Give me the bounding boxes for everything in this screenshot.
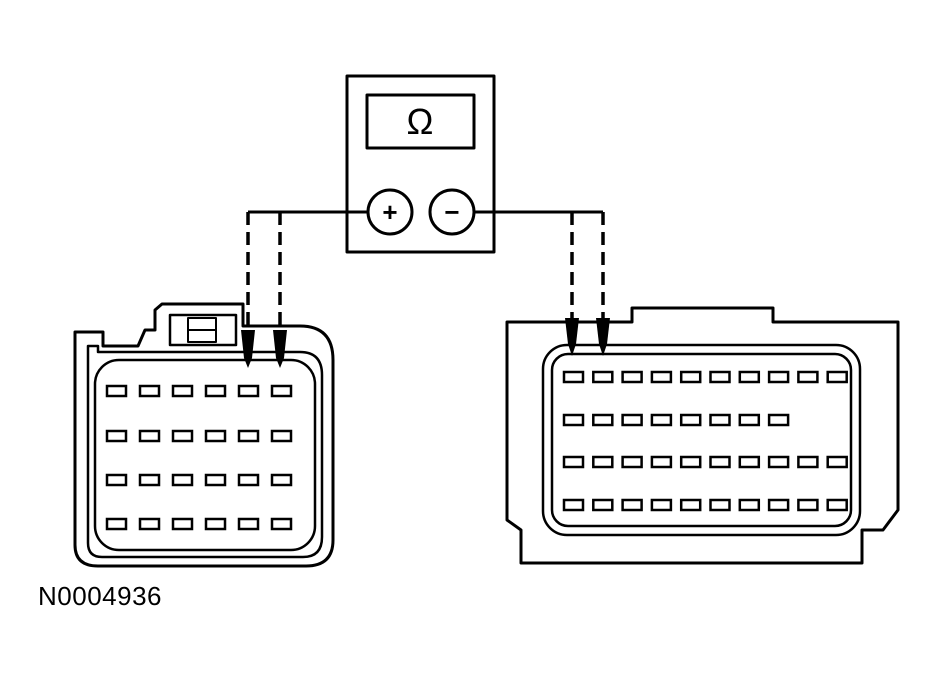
probe-tip-right-b [596, 318, 610, 356]
left-pin-r4-c5 [237, 517, 260, 531]
left-pin-r3-c1 [105, 473, 128, 487]
right-pin-r1-c2 [592, 370, 614, 384]
left-pin-r2-c3 [171, 429, 194, 443]
left-pin-r1-c1 [105, 384, 128, 398]
left-pin-r4-c6 [270, 517, 293, 531]
right-pin-r2-c7 [738, 413, 761, 427]
right-pin-r4-c1 [562, 498, 585, 512]
right-pin-r1-c1 [562, 370, 585, 384]
right-pin-r4-c7 [738, 498, 761, 512]
right-pin-r1-c7 [738, 370, 761, 384]
right-pin-r1-c10 [826, 370, 848, 384]
figure-id: N0004936 [38, 581, 162, 611]
meter-display [365, 93, 476, 150]
right-pin-r2-c3 [621, 413, 643, 427]
right-pin-r4-c6 [709, 498, 731, 512]
right-pin-r3-c10 [826, 455, 848, 469]
left-pin-array [105, 384, 293, 531]
left-pin-r2-c1 [105, 429, 128, 443]
left-pin-r1-c5 [237, 384, 260, 398]
left-pin-r3-c5 [237, 473, 260, 487]
left-pin-r2-c5 [237, 429, 260, 443]
right-pin-r2-c2 [592, 413, 614, 427]
right-pin-r1-c4 [650, 370, 673, 384]
right-pin-r4-c3 [621, 498, 643, 512]
left-pin-r4-c4 [204, 517, 227, 531]
right-pin-r1-c9 [797, 370, 819, 384]
right-pin-array [562, 370, 848, 512]
ohm-symbol: Ω [407, 101, 434, 142]
right-pin-r3-c8 [767, 455, 790, 469]
right-pin-r2-c6 [709, 413, 731, 427]
probe-tip-left-b [273, 330, 287, 368]
left-pin-r1-c3 [171, 384, 194, 398]
ohmmeter: Ω + − [345, 74, 496, 254]
right-pin-r4-c4 [650, 498, 673, 512]
right-pin-r4-c2 [592, 498, 614, 512]
probe-tips [241, 318, 610, 368]
right-pin-r3-c4 [650, 455, 673, 469]
right-pin-r1-c8 [767, 370, 790, 384]
left-pin-r3-c4 [204, 473, 227, 487]
right-pin-r3-c2 [592, 455, 614, 469]
right-pin-r2-c5 [679, 413, 702, 427]
right-pin-r3-c7 [738, 455, 761, 469]
left-connector [73, 302, 335, 568]
right-pin-r4-c8 [767, 498, 790, 512]
left-pin-r2-c4 [204, 429, 227, 443]
right-pin-r2-c4 [650, 413, 673, 427]
right-pin-r4-c9 [797, 498, 819, 512]
right-pin-r4-c10 [826, 498, 848, 512]
right-pin-r1-c6 [709, 370, 731, 384]
right-pin-r3-c6 [709, 455, 731, 469]
left-pin-r4-c3 [171, 517, 194, 531]
right-pin-r2-c1 [562, 413, 585, 427]
left-pin-r3-c3 [171, 473, 194, 487]
right-pin-r1-c5 [679, 370, 702, 384]
left-pin-r4-c2 [138, 517, 161, 531]
test-leads [246, 210, 605, 330]
left-pin-r2-c2 [138, 429, 161, 443]
negative-terminal-label: − [444, 197, 459, 227]
left-pin-r4-c1 [105, 517, 128, 531]
left-pin-r1-c4 [204, 384, 227, 398]
left-pin-r3-c2 [138, 473, 161, 487]
right-pin-r4-c5 [679, 498, 702, 512]
right-pin-r3-c9 [797, 455, 819, 469]
left-pin-r1-c6 [270, 384, 293, 398]
left-pin-r2-c6 [270, 429, 293, 443]
right-pin-r3-c1 [562, 455, 585, 469]
positive-terminal-label: + [382, 197, 397, 227]
left-pin-r1-c2 [138, 384, 161, 398]
left-pin-r3-c6 [270, 473, 293, 487]
right-connector [505, 306, 900, 565]
probe-tip-left-a [241, 330, 255, 368]
right-pin-r3-c5 [679, 455, 702, 469]
right-pin-r1-c3 [621, 370, 643, 384]
probe-tip-right-a [565, 318, 579, 356]
right-pin-r3-c3 [621, 455, 643, 469]
right-pin-r2-c8 [767, 413, 790, 427]
lock-tab [168, 313, 238, 347]
